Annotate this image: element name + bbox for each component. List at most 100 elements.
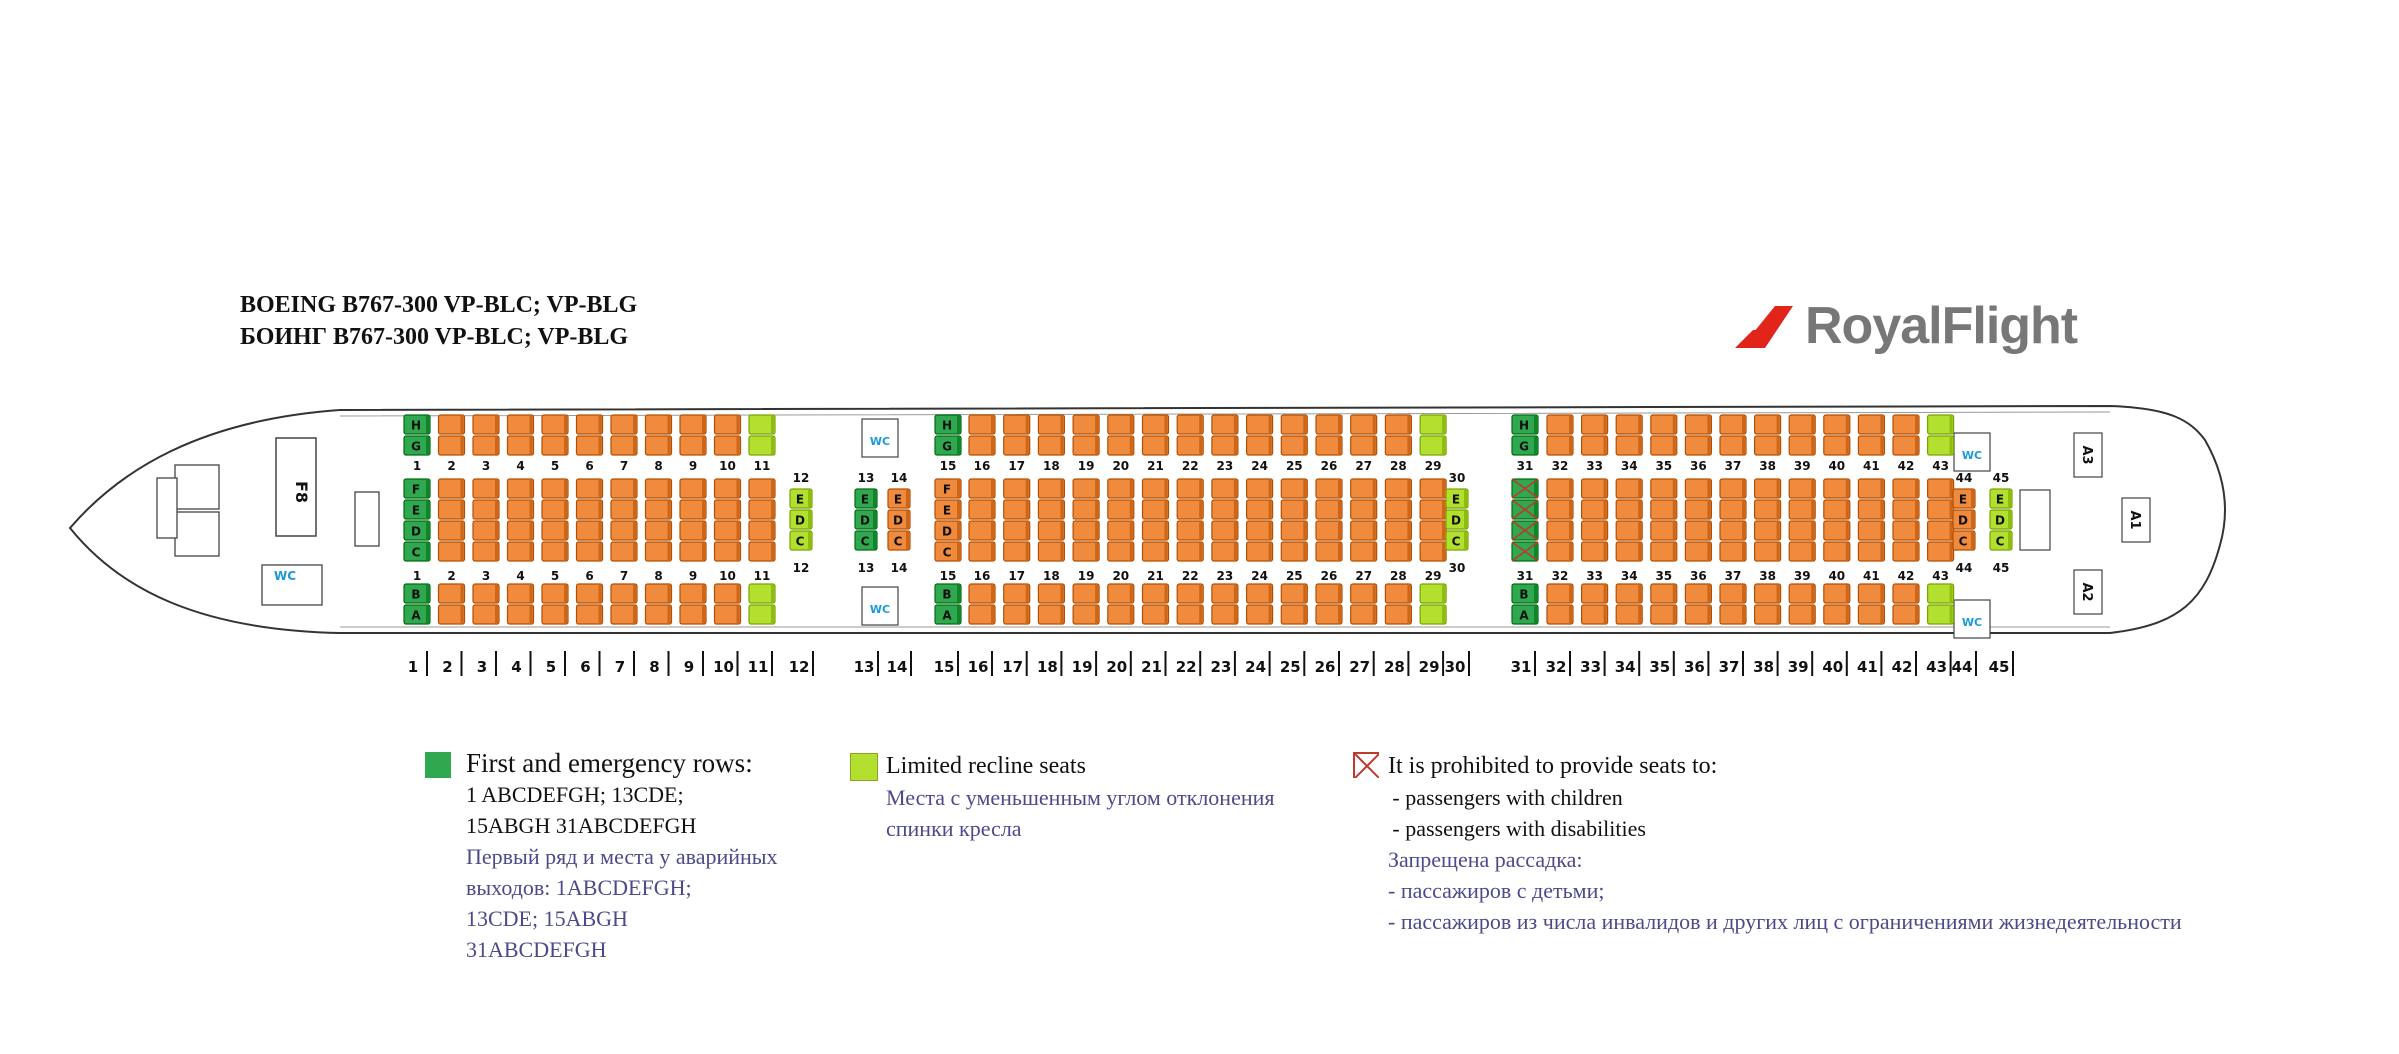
ruler-number: 45 [1989, 658, 2010, 676]
seat-back [1707, 606, 1711, 623]
seat-body [1857, 499, 1886, 520]
seat-body [1350, 499, 1378, 520]
seat-16E [968, 499, 996, 520]
ruler-number: 26 [1315, 658, 1336, 676]
seat-back [771, 585, 774, 602]
row-label-bottom: 7 [620, 569, 628, 583]
seat-body [403, 541, 431, 562]
seat-4E [506, 499, 535, 520]
seat-5H [541, 414, 569, 435]
seat-37F [1719, 478, 1747, 499]
seat-letter: E [943, 504, 951, 518]
seat-34H [1615, 414, 1643, 435]
seat-body [1857, 541, 1886, 562]
seat-body [713, 414, 742, 435]
seat-body [1245, 435, 1274, 456]
seat-body [934, 414, 962, 435]
seat-25F [1280, 478, 1308, 499]
ruler-number: 44 [1952, 658, 1973, 676]
seat-40G [1823, 435, 1851, 456]
seat-back [1338, 543, 1341, 560]
title-ru: БОИНГ B767-300 VP-BLC; VP-BLG [240, 324, 629, 350]
seat-11G [748, 435, 776, 456]
seat-body [1511, 414, 1539, 435]
seat-body [1384, 604, 1413, 625]
seat-body [1350, 478, 1378, 499]
seat-11H [748, 414, 776, 435]
seat-letter: D [795, 514, 805, 528]
seat-17D [1003, 520, 1031, 541]
seat-body [1107, 414, 1135, 435]
seat-body [1245, 604, 1274, 625]
row-label-bottom: 39 [1794, 569, 1811, 583]
seat-back [702, 606, 705, 623]
seat-body [1823, 604, 1851, 625]
legend-limited-title: Limited recline seats [886, 753, 1086, 779]
door-frame [2073, 569, 2103, 615]
seat-body [968, 520, 996, 541]
seat-body [1823, 583, 1851, 604]
legend-first-ru-4: 31ABCDEFGH [466, 937, 607, 962]
seat-back [1233, 437, 1237, 454]
seat-34C [1615, 541, 1643, 562]
row-label-bottom: 23 [1217, 569, 1234, 583]
seat-back [1742, 543, 1745, 560]
seat-29F [1419, 478, 1447, 499]
seat-body [1892, 604, 1920, 625]
seat-11E [748, 499, 776, 520]
row-label-top: 9 [689, 459, 697, 473]
seat-9C [679, 541, 707, 562]
seat-body [1926, 478, 1955, 499]
seat-back [1407, 416, 1411, 433]
seat-43A [1926, 604, 1955, 625]
seat-45E: E [1989, 488, 2013, 509]
seat-22F [1176, 478, 1204, 499]
seat-body [1511, 604, 1539, 625]
seat-body [1419, 478, 1447, 499]
seat-2D [437, 520, 466, 541]
seat-28D [1384, 520, 1413, 541]
seat-19A [1072, 604, 1100, 625]
seat-body [1684, 478, 1713, 499]
seat-body [403, 499, 431, 520]
ruler-number: 8 [649, 658, 659, 676]
seat-body [1003, 435, 1031, 456]
seat-body [1037, 414, 1066, 435]
seat-body [1580, 583, 1609, 604]
seat-6E [575, 499, 604, 520]
seat-40A [1823, 604, 1851, 625]
seat-35G [1650, 435, 1678, 456]
seat-5E [541, 499, 569, 520]
seat-body [1072, 435, 1100, 456]
seat-letter: A [1519, 609, 1529, 623]
seat-4G [506, 435, 535, 456]
seat-back [1025, 522, 1029, 539]
seat-letter: C [1996, 535, 2005, 549]
seat-back [598, 416, 602, 433]
seat-4D [506, 520, 535, 541]
prohibited-line [1511, 478, 1539, 499]
seat-45C: C [1989, 530, 2013, 551]
seat-back [1707, 585, 1711, 602]
seat-17G [1003, 435, 1031, 456]
ruler-number: 30 [1445, 658, 1466, 676]
seat-18E [1037, 499, 1066, 520]
seat-body [472, 478, 500, 499]
seat-body [1245, 478, 1274, 499]
seat-23H [1211, 414, 1239, 435]
seat-body [541, 520, 569, 541]
seat-body [644, 499, 673, 520]
seat-body [575, 499, 604, 520]
seat-5G [541, 435, 569, 456]
seat-back [1199, 543, 1203, 560]
seat-back [1880, 416, 1884, 433]
seat-back [1060, 522, 1064, 539]
seat-body [679, 583, 707, 604]
seat-back [1742, 480, 1745, 497]
seat-body [1419, 499, 1447, 520]
seat-24B [1245, 583, 1274, 604]
seat-body [1511, 435, 1539, 456]
seat-letter: C [943, 546, 952, 560]
seat-back [702, 416, 705, 433]
seat-body [1419, 414, 1447, 435]
